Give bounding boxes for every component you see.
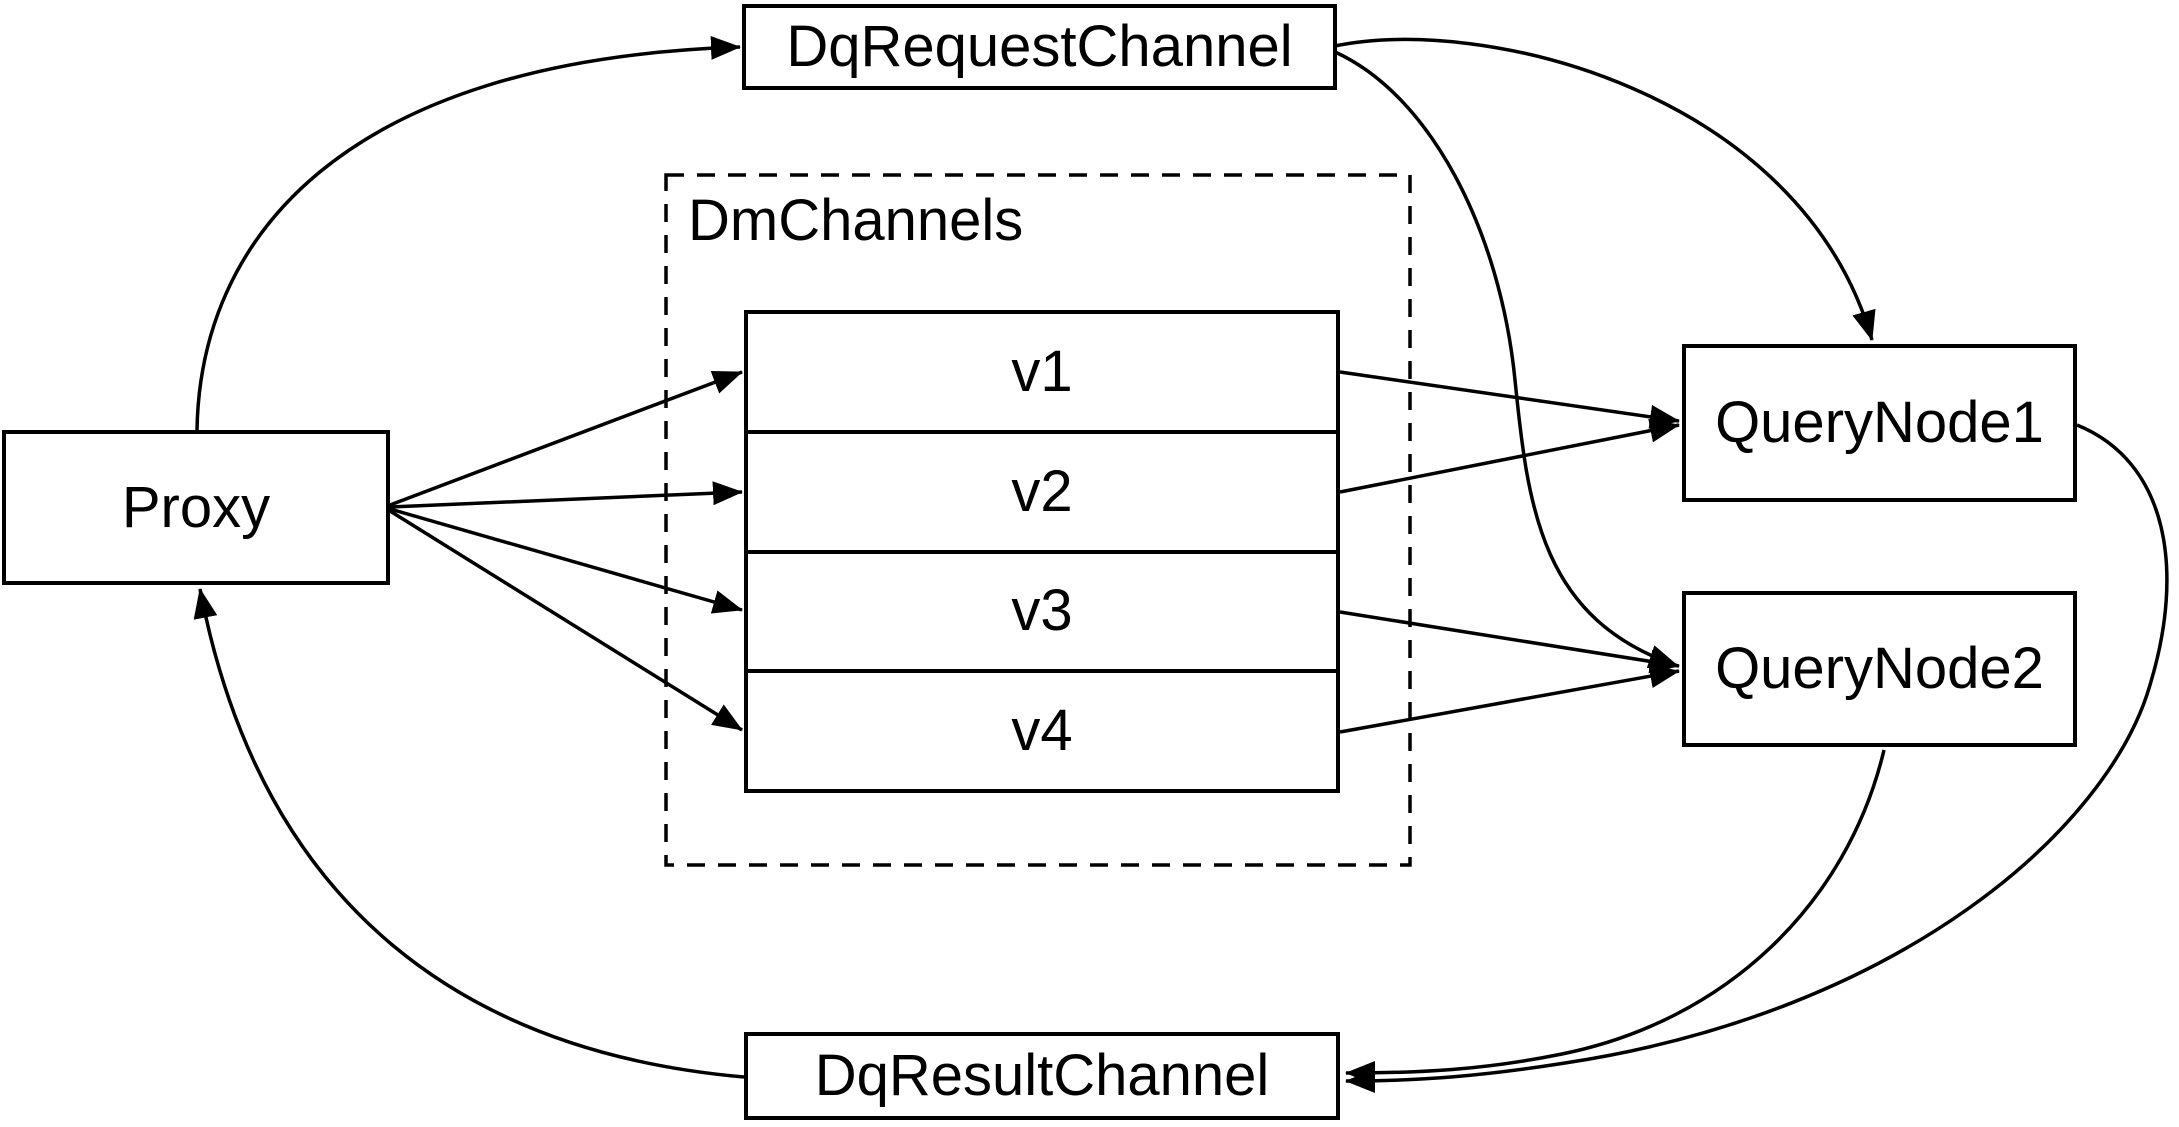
channel-v3-label: v3 [1011,578,1073,644]
node-proxy-label: Proxy [121,474,271,540]
edge-v1-to-query-node-1 [1339,370,1680,429]
dm-channels-stack: v1 v2 v3 v4 [744,310,1340,793]
node-query-node-2: QueryNode2 [1682,591,2077,747]
node-query-node-1-label: QueryNode1 [1715,390,2044,455]
edge-proxy-to-v2 [389,481,743,509]
node-query-node-2-label: QueryNode2 [1715,636,2044,701]
edge-v4-to-query-node-2 [1339,664,1680,734]
edge-proxy-to-v1 [389,370,743,507]
edge-v3-to-query-node-2 [1339,610,1680,674]
node-dq-result-channel-label: DqResultChannel [814,1043,1270,1108]
edge-query-node-2-to-dq-result-channel [1345,749,1886,1085]
channel-row-v3: v3 [748,549,1336,670]
dm-channels-group-border [664,173,1412,867]
edge-proxy-to-v3 [389,507,743,614]
channel-row-v4: v4 [748,669,1336,789]
channel-v2-label: v2 [1011,458,1073,524]
edge-query-node-1-to-dq-result-channel [1345,423,2169,1093]
node-dq-result-channel: DqResultChannel [744,1032,1340,1120]
node-proxy: Proxy [2,430,390,585]
node-query-node-1: QueryNode1 [1682,344,2077,502]
node-dq-request-channel-label: DqRequestChannel [786,14,1293,79]
edge-proxy-to-dq-request-channel [195,35,741,431]
edge-dq-request-channel-to-query-node-1 [1334,37,1876,341]
edge-proxy-to-v4 [389,509,743,732]
channel-v4-label: v4 [1011,698,1073,764]
channel-row-v2: v2 [748,429,1336,550]
channel-v1-label: v1 [1011,338,1073,404]
edge-v2-to-query-node-1 [1339,418,1680,494]
node-dq-request-channel: DqRequestChannel [742,4,1337,90]
channel-row-v1: v1 [748,314,1336,430]
edge-dq-result-channel-to-proxy [193,588,745,1079]
dm-channels-group-label: DmChannels [688,188,1024,253]
edge-dq-request-channel-to-query-node-2 [1334,50,1679,669]
